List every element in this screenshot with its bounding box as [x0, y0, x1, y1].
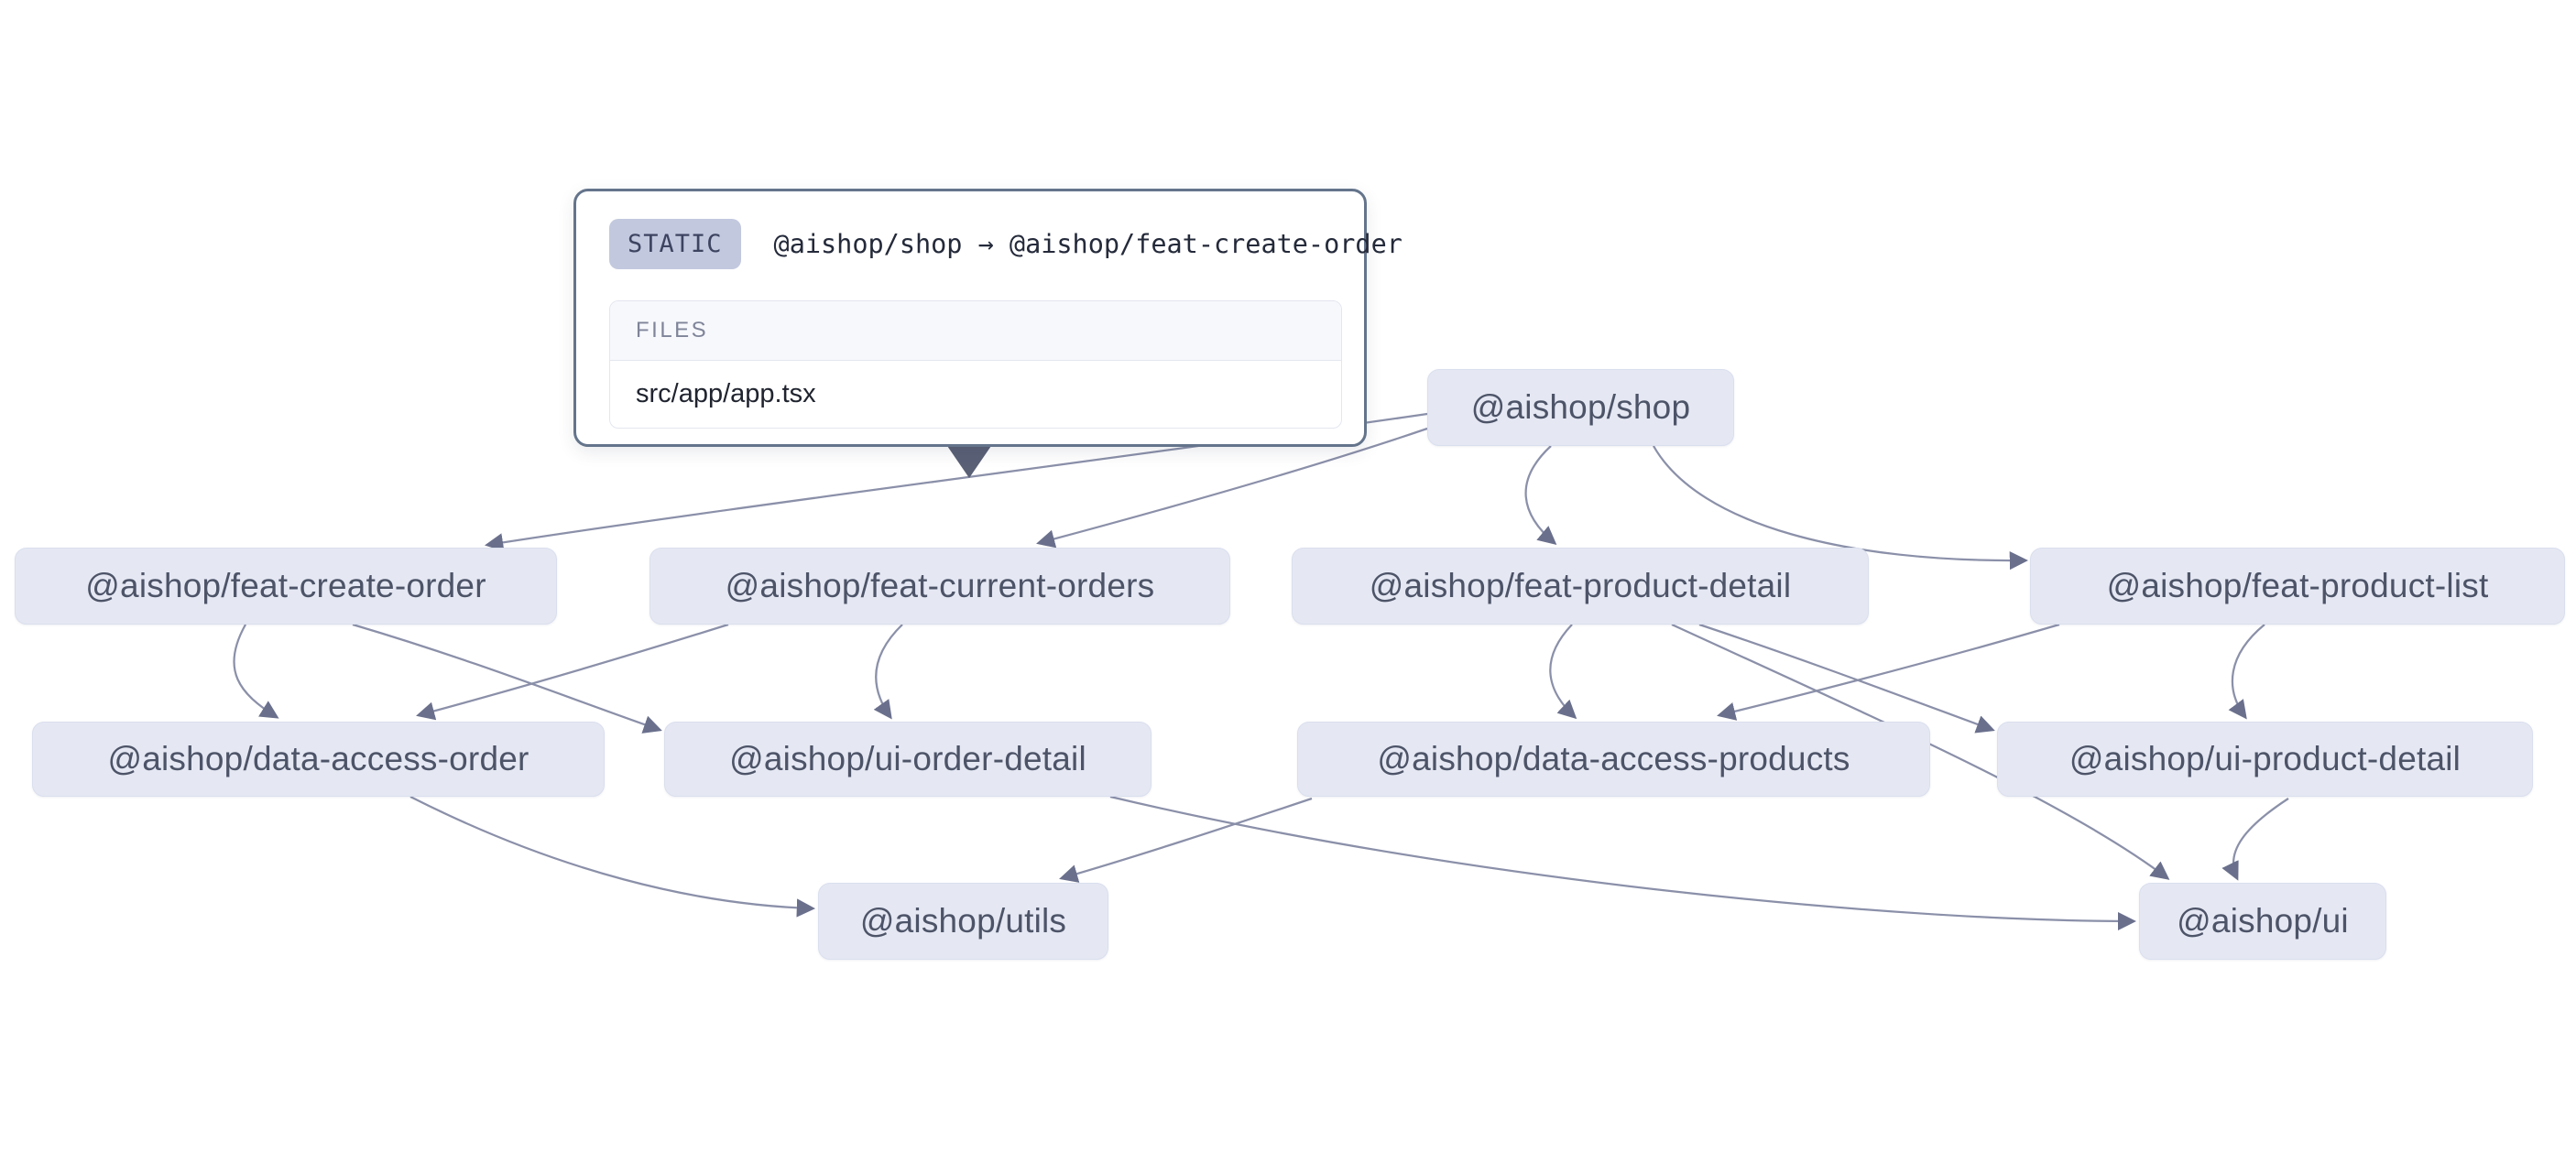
edge-tooltip: STATIC @aishop/shop → @aishop/feat-creat… — [573, 189, 1403, 447]
graph-node-ui-product-detail[interactable]: @aishop/ui-product-detail — [1997, 722, 2533, 797]
edge-shop-feat-product-list[interactable] — [1653, 445, 2029, 571]
files-heading: FILES — [610, 301, 1341, 361]
edge-feat-current-orders-data-access-order[interactable] — [416, 623, 729, 721]
edge-shop-feat-product-detail[interactable] — [1524, 445, 1557, 545]
graph-node-label: @aishop/feat-current-orders — [725, 567, 1155, 604]
graph-node-feat-product-list[interactable]: @aishop/feat-product-list — [2030, 548, 2565, 625]
edge-type-badge: STATIC — [609, 219, 741, 269]
graph-node-ui[interactable]: @aishop/ui — [2139, 883, 2386, 960]
graph-node-label: @aishop/feat-create-order — [85, 567, 486, 604]
edge-feat-product-list-data-access-products[interactable] — [1717, 623, 2060, 721]
graph-node-label: @aishop/feat-product-detail — [1369, 567, 1792, 604]
edge-label: @aishop/shop → @aishop/feat-create-order — [773, 229, 1403, 259]
graph-node-label: @aishop/data-access-products — [1377, 740, 1850, 777]
edge-shop-feat-current-orders[interactable] — [1036, 427, 1428, 549]
edge-feat-create-order-ui-order-detail[interactable] — [352, 623, 662, 734]
edge-feat-current-orders-ui-order-detail[interactable] — [873, 624, 903, 720]
graph-node-feat-create-order[interactable]: @aishop/feat-create-order — [15, 548, 557, 625]
edge-feat-product-detail-data-access-products[interactable] — [1549, 624, 1577, 720]
graph-node-label: @aishop/feat-product-list — [2106, 567, 2489, 604]
graph-node-utils[interactable]: @aishop/utils — [818, 883, 1108, 960]
graph-node-data-access-products[interactable]: @aishop/data-access-products — [1297, 722, 1930, 797]
files-panel: FILES src/app/app.tsx — [609, 300, 1342, 429]
file-list-item: src/app/app.tsx — [636, 378, 816, 408]
edge-ui-order-detail-ui[interactable] — [1109, 795, 2137, 931]
graph-node-ui-order-detail[interactable]: @aishop/ui-order-detail — [664, 722, 1152, 797]
graph-node-label: @aishop/data-access-order — [107, 740, 529, 777]
graph-node-label: @aishop/ui — [2177, 902, 2349, 940]
graph-node-label: @aishop/utils — [859, 902, 1067, 940]
graph-node-label: @aishop/shop — [1470, 388, 1691, 426]
edge-feat-product-detail-ui-product-detail[interactable] — [1698, 623, 1995, 734]
graph-node-data-access-order[interactable]: @aishop/data-access-order — [32, 722, 605, 797]
graph-node-label: @aishop/ui-product-detail — [2068, 740, 2461, 777]
graph-node-label: @aishop/ui-order-detail — [729, 740, 1086, 777]
graph-node-shop[interactable]: @aishop/shop — [1427, 369, 1734, 446]
edge-data-access-products-utils[interactable] — [1059, 797, 1313, 883]
tooltip-pointer-icon — [945, 443, 993, 478]
graph-node-feat-product-detail[interactable]: @aishop/feat-product-detail — [1292, 548, 1869, 625]
edge-feat-product-detail-ui[interactable] — [1671, 623, 2170, 880]
edge-data-access-order-utils[interactable] — [409, 795, 816, 918]
edge-ui-product-detail-ui[interactable] — [2221, 798, 2289, 881]
graph-node-feat-current-orders[interactable]: @aishop/feat-current-orders — [649, 548, 1230, 625]
tooltip-header: STATIC @aishop/shop → @aishop/feat-creat… — [576, 191, 1403, 269]
edge-feat-product-list-ui-product-detail[interactable] — [2228, 624, 2265, 720]
edge-feat-create-order-data-access-order[interactable] — [233, 624, 279, 719]
